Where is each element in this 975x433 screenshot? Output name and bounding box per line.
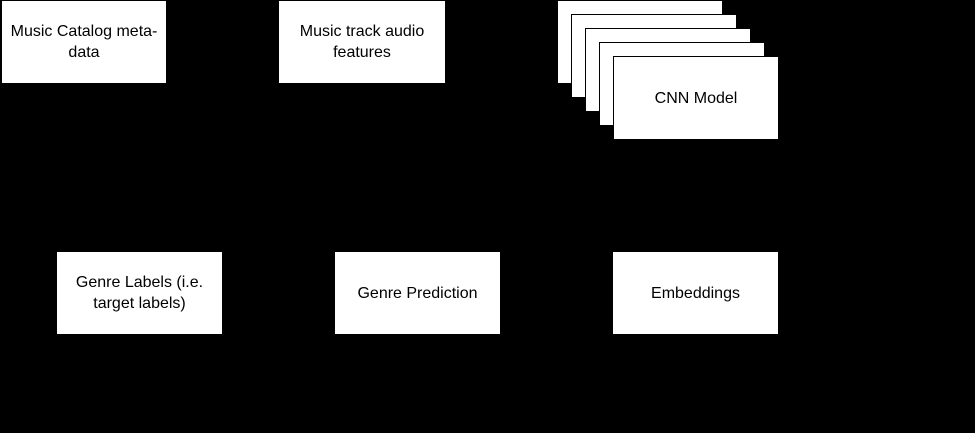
embeddings-label: Embeddings bbox=[651, 284, 740, 302]
cnn-model-label: CNN Model bbox=[654, 89, 738, 107]
genre-labels-box: Genre Labels (i.e. target labels) bbox=[56, 251, 223, 335]
music-catalog-metadata-box: Music Catalog meta-data bbox=[1, 0, 167, 84]
genre-prediction-box: Genre Prediction bbox=[334, 251, 501, 335]
genre-prediction-label: Genre Prediction bbox=[357, 284, 478, 302]
genre-labels-label: Genre Labels (i.e. target labels) bbox=[75, 274, 204, 312]
music-track-audio-features-box: Music track audio features bbox=[278, 0, 446, 84]
cnn-model-box: CNN Model bbox=[613, 56, 779, 140]
embeddings-box: Embeddings bbox=[612, 251, 779, 335]
music-catalog-metadata-label: Music Catalog meta-data bbox=[10, 23, 158, 61]
music-track-audio-features-label: Music track audio features bbox=[299, 23, 425, 61]
